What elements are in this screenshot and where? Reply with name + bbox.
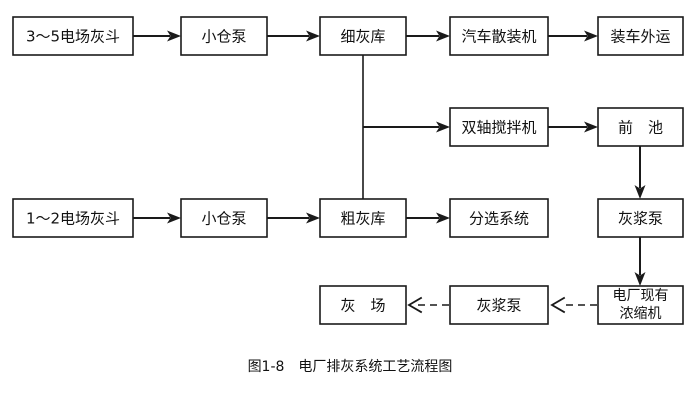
edge-bulk-loader-to-truck-out [548,30,598,42]
edge-layer [133,30,646,314]
node-fine-silo-label: 细灰库 [340,28,385,46]
node-pump-bottom-label: 小仓泵 [201,210,246,228]
node-bulk-loader-label: 汽车散装机 [461,28,536,46]
edge-hopper12-to-pump-bottom [133,212,181,224]
node-coarse-silo[interactable]: 粗灰库 [319,198,407,238]
edge-twin-mixer-to-fore-pool [548,121,598,133]
node-thickener[interactable]: 电厂现有 浓缩机 [597,285,684,325]
node-bulk-loader[interactable]: 汽车散装机 [449,16,549,56]
node-pump-top[interactable]: 小仓泵 [180,16,268,56]
node-ash-yard[interactable]: 灰 场 [319,285,407,325]
edge-coarse-silo-to-sorting-system [406,212,450,224]
node-slurry-pump-right-label: 灰浆泵 [618,210,663,228]
edge-pump-top-to-fine-silo [267,30,320,42]
figure-caption: 图1-8 电厂排灰系统工艺流程图 [248,359,453,375]
edge-fine-silo-to-twin-mixer [363,121,450,133]
node-fine-silo[interactable]: 细灰库 [319,16,407,56]
node-ash-yard-label: 灰 场 [340,297,385,315]
node-slurry-pump-bottom-label: 灰浆泵 [476,297,521,315]
node-hopper35-label: 3～5电场灰斗 [26,28,120,46]
edge-fore-pool-to-slurry-pump-right [634,146,646,199]
node-fore-pool[interactable]: 前 池 [597,107,684,147]
node-twin-mixer[interactable]: 双轴搅拌机 [449,107,549,147]
node-coarse-silo-label: 粗灰库 [340,210,385,228]
node-hopper35[interactable]: 3～5电场灰斗 [12,16,134,56]
edge-slurry-pump-right-to-thickener [634,237,646,286]
edge-hopper35-to-pump-top [133,30,181,42]
node-pump-top-label: 小仓泵 [201,28,246,46]
edge-fine-silo-to-bulk-loader [406,30,450,42]
node-slurry-pump-right[interactable]: 灰浆泵 [597,198,684,238]
edge-pump-bottom-to-coarse-silo [267,212,320,224]
node-layer: 3～5电场灰斗 小仓泵 细灰库 汽车散装机 装车外运 双轴搅拌机 [12,16,684,325]
edge-slurry-pump-bottom-to-ash-yard [407,296,449,314]
node-pump-bottom[interactable]: 小仓泵 [180,198,268,238]
node-fore-pool-label: 前 池 [618,119,663,137]
node-sorting-system[interactable]: 分选系统 [449,198,549,238]
node-slurry-pump-bottom[interactable]: 灰浆泵 [449,285,549,325]
node-twin-mixer-label: 双轴搅拌机 [461,119,536,137]
node-hopper12[interactable]: 1～2电场灰斗 [12,198,134,238]
node-truck-out[interactable]: 装车外运 [597,16,684,56]
node-hopper12-label: 1～2电场灰斗 [26,210,120,228]
node-truck-out-label: 装车外运 [610,28,670,46]
node-thickener-label-line1: 电厂现有 [613,288,669,304]
node-sorting-system-label: 分选系统 [469,210,529,228]
node-thickener-label-line2: 浓缩机 [620,306,662,322]
edge-thickener-to-slurry-pump-bottom [550,296,597,314]
